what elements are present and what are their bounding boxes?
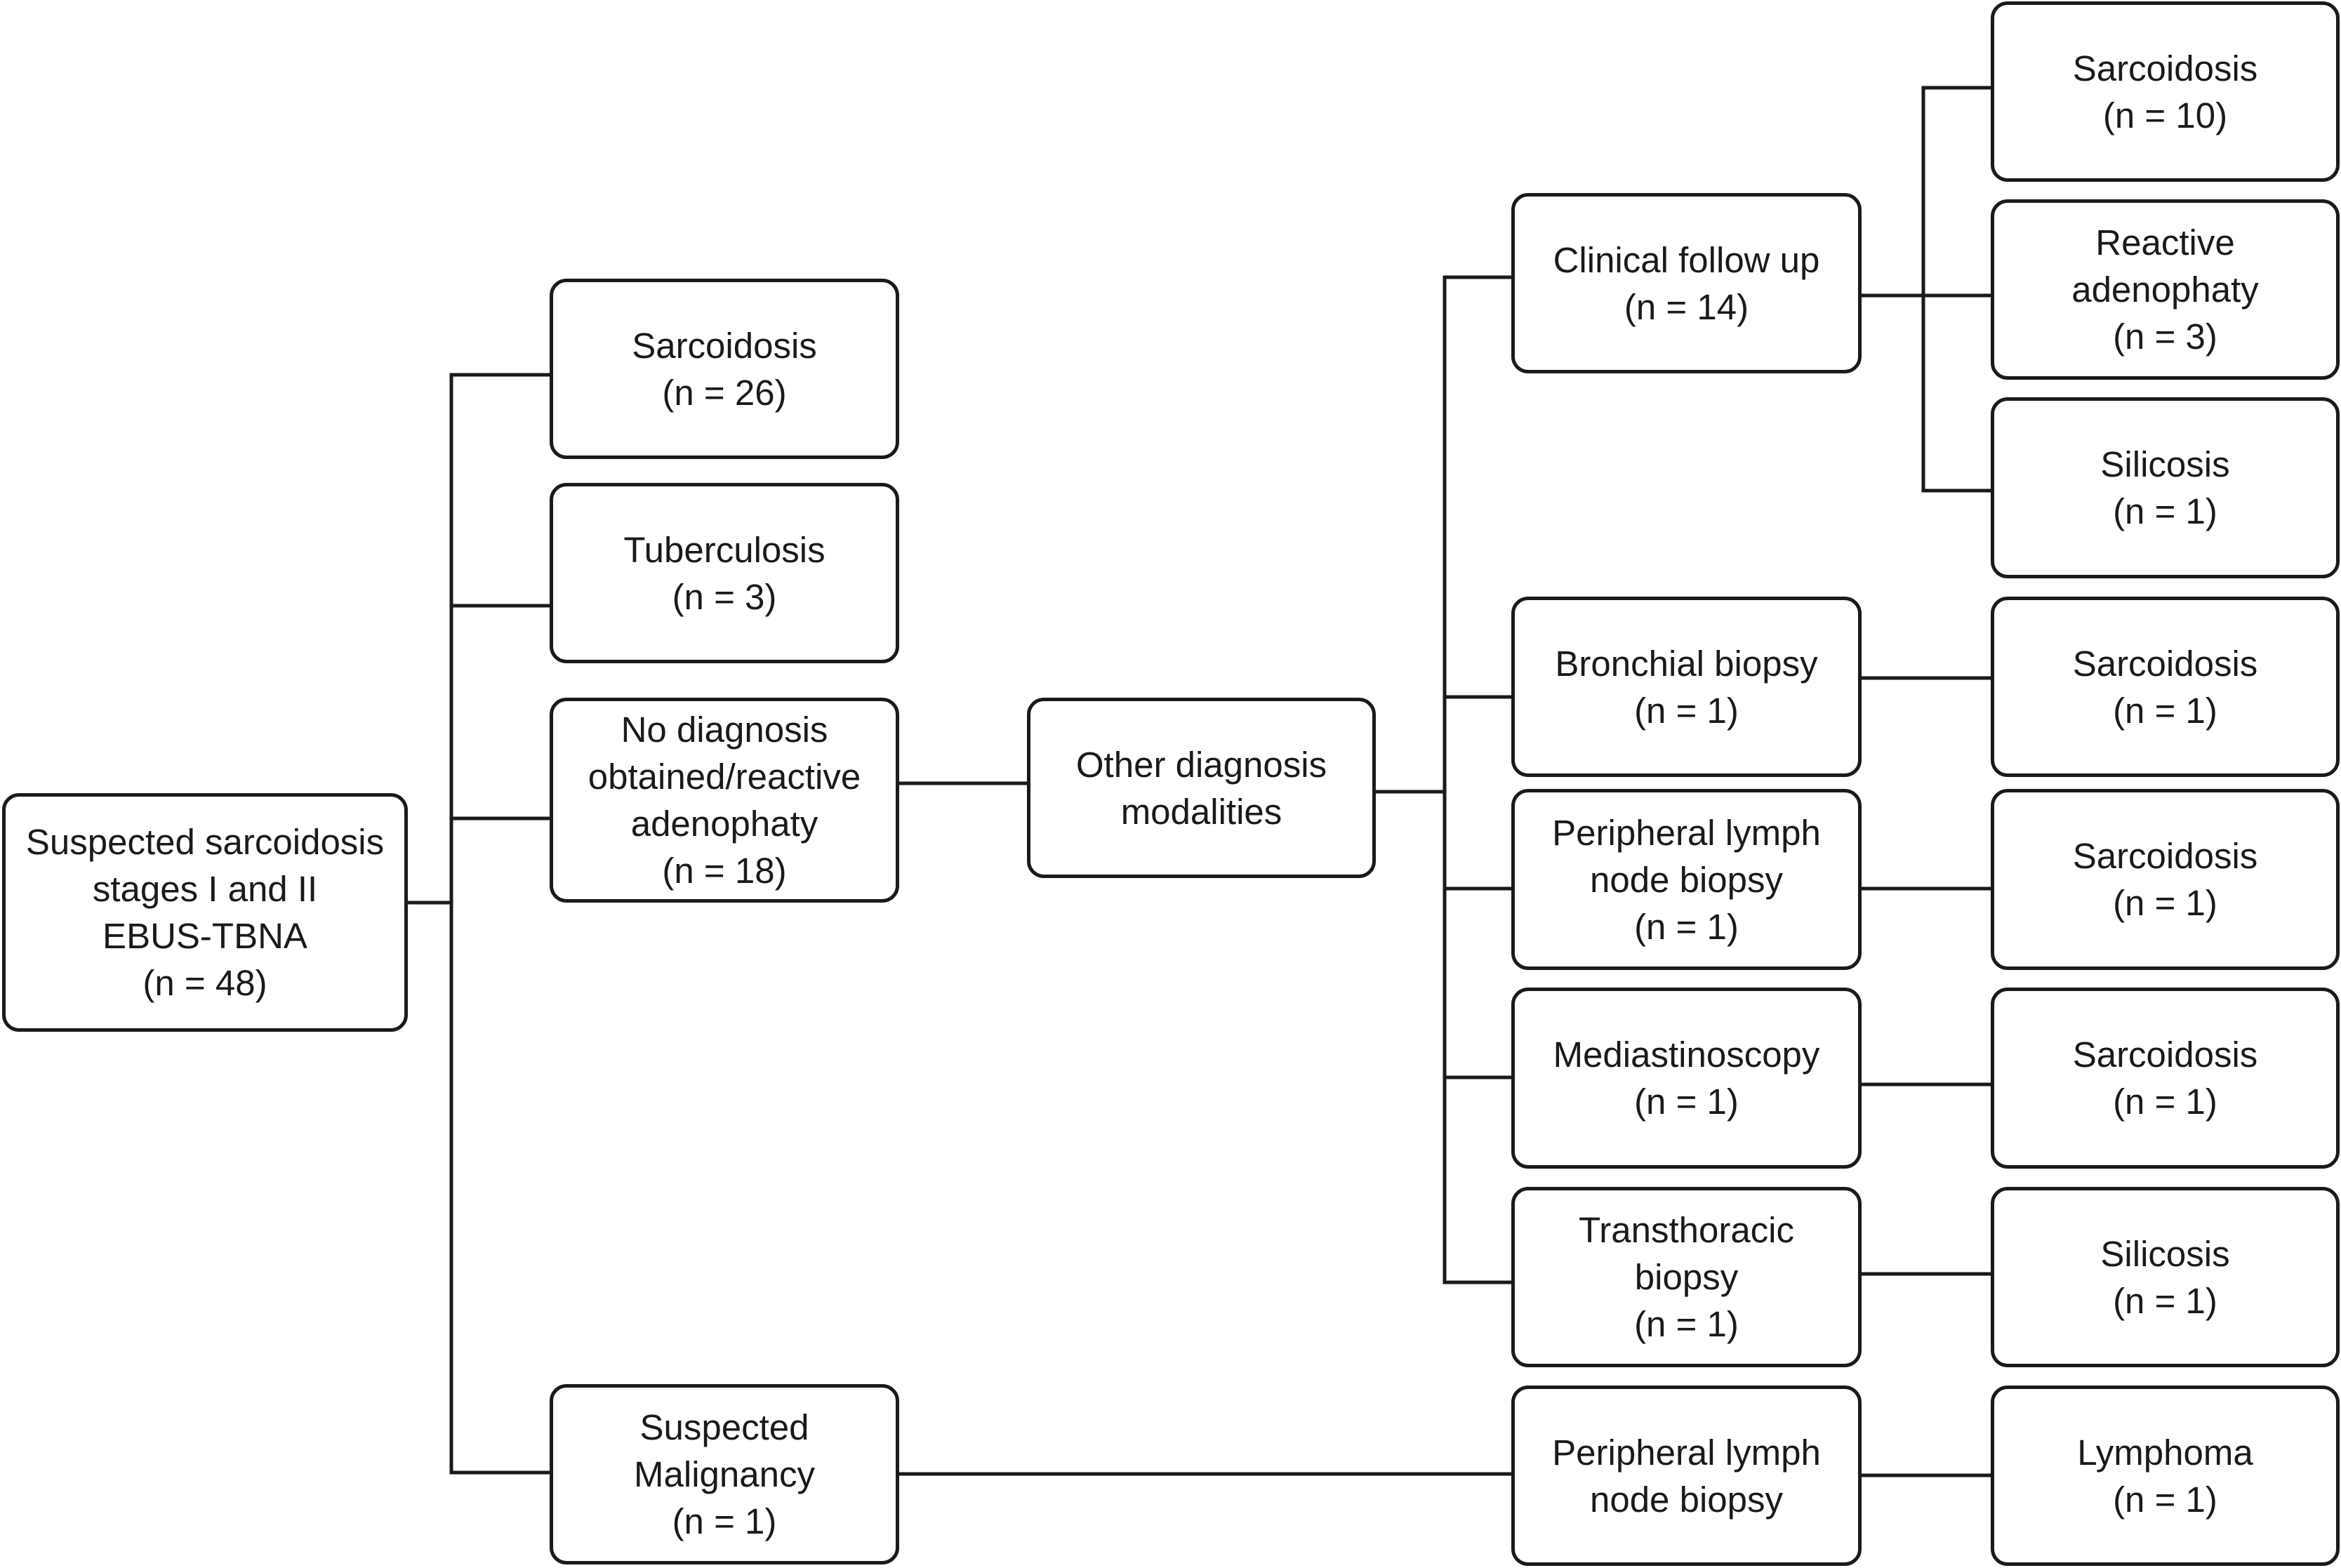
node-label-line: Suspected bbox=[639, 1407, 809, 1447]
node-label-line: (n = 1) bbox=[2113, 1082, 2217, 1122]
outcome-silicosis-cfu: Silicosis (n = 1) bbox=[1991, 397, 2340, 578]
node-label-line: (n = 1) bbox=[2113, 1280, 2217, 1321]
node-label-line: stages I and II bbox=[92, 869, 318, 909]
node-label-line: Transthoracic bbox=[1578, 1210, 1795, 1250]
node-label-line: (n = 18) bbox=[662, 851, 787, 891]
node-label-line: Peripheral lymph bbox=[1552, 812, 1821, 853]
node-label-line: Silicosis bbox=[2100, 1233, 2230, 1274]
node-label-line: Sarcoidosis bbox=[2072, 1035, 2258, 1075]
node-label-line: (n = 1) bbox=[2113, 690, 2217, 731]
node-label-line: (n = 1) bbox=[1634, 906, 1739, 947]
outcome-sarcoidosis-mediastinoscopy: Sarcoidosis (n = 1) bbox=[1991, 988, 2340, 1169]
node-other-diagnosis-modalities: Other diagnosis modalities bbox=[1027, 698, 1376, 878]
node-label-line: (n = 3) bbox=[2113, 317, 2217, 357]
node-label-line: Suspected sarcoidosis bbox=[25, 822, 385, 862]
outcome-lymphoma: Lymphoma (n = 1) bbox=[1991, 1386, 2340, 1566]
node-label-line: Lymphoma bbox=[2077, 1432, 2253, 1473]
node-label-line: modalities bbox=[1120, 791, 1282, 832]
node-label-line: (n = 14) bbox=[1624, 286, 1749, 327]
outcome-sarcoidosis-10: Sarcoidosis (n = 10) bbox=[1991, 1, 2340, 182]
node-label-line: Bronchial biopsy bbox=[1555, 643, 1818, 684]
node-transthoracic-biopsy: Transthoracic biopsy (n = 1) bbox=[1511, 1187, 1862, 1367]
node-clinical-follow-up: Clinical follow up (n = 14) bbox=[1511, 193, 1862, 373]
node-label-line: (n = 10) bbox=[2102, 95, 2228, 135]
node-label-line: (n = 1) bbox=[2113, 1479, 2217, 1520]
node-label-line: (n = 1) bbox=[1634, 1082, 1739, 1122]
node-label-line: Silicosis bbox=[2100, 444, 2230, 484]
node-label-line: (n = 3) bbox=[672, 576, 777, 617]
node-peripheral-lymph-node-biopsy: Peripheral lymph node biopsy (n = 1) bbox=[1511, 789, 1862, 970]
node-label-line: Sarcoidosis bbox=[2072, 48, 2258, 88]
node-label-line: Sarcoidosis bbox=[2072, 643, 2258, 684]
node-label-line: Clinical follow up bbox=[1553, 239, 1820, 280]
node-label-line: Peripheral lymph bbox=[1552, 1432, 1821, 1473]
node-label-line: (n = 1) bbox=[1634, 1304, 1739, 1344]
outcome-silicosis-transthoracic: Silicosis (n = 1) bbox=[1991, 1187, 2340, 1367]
node-label-line: (n = 48) bbox=[142, 963, 267, 1003]
node-label-line: (n = 1) bbox=[2113, 883, 2217, 923]
root-node-suspected-sarcoidosis: Suspected sarcoidosis stages I and II EBUS… bbox=[2, 793, 408, 1032]
node-sarcoidosis-26: Sarcoidosis (n = 26) bbox=[550, 279, 899, 459]
node-label-line: node biopsy bbox=[1589, 859, 1784, 900]
node-label-line: Mediastinoscopy bbox=[1553, 1035, 1820, 1075]
node-label-line: (n = 1) bbox=[672, 1501, 777, 1541]
node-label-line: Malignancy bbox=[634, 1454, 815, 1494]
node-label-line: (n = 1) bbox=[2113, 491, 2217, 531]
node-malignancy-peripheral-lymph-node-biopsy: Peripheral lymph node biopsy bbox=[1511, 1386, 1862, 1566]
node-mediastinoscopy: Mediastinoscopy (n = 1) bbox=[1511, 988, 1862, 1169]
node-label-line: Sarcoidosis bbox=[2072, 836, 2258, 876]
node-label-line: (n = 26) bbox=[662, 372, 787, 413]
node-label-line: obtained/reactive bbox=[588, 757, 861, 797]
outcome-sarcoidosis-bronchial: Sarcoidosis (n = 1) bbox=[1991, 597, 2340, 777]
node-label-line: Other diagnosis bbox=[1075, 744, 1327, 785]
node-label-line: Reactive bbox=[2095, 222, 2235, 263]
node-label-line: Sarcoidosis bbox=[632, 325, 817, 366]
node-label-line: biopsy bbox=[1634, 1257, 1739, 1297]
node-bronchial-biopsy: Bronchial biopsy (n = 1) bbox=[1511, 597, 1862, 777]
node-label-line: adenophaty bbox=[630, 804, 818, 844]
node-label-line: No diagnosis bbox=[621, 710, 828, 750]
node-label-line: Tuberculosis bbox=[623, 529, 825, 570]
node-no-diagnosis: No diagnosis obtained/reactive adenophaty (… bbox=[550, 698, 899, 903]
node-label-line: EBUS-TBNA bbox=[102, 916, 307, 956]
outcome-reactive-adenophaty: Reactive adenophaty (n = 3) bbox=[1991, 199, 2340, 380]
node-label-line: (n = 1) bbox=[1634, 690, 1739, 731]
outcome-sarcoidosis-peripheral: Sarcoidosis (n = 1) bbox=[1991, 789, 2340, 970]
node-label-line: adenophaty bbox=[2071, 270, 2259, 310]
node-label-line: node biopsy bbox=[1589, 1479, 1784, 1520]
node-tuberculosis: Tuberculosis (n = 3) bbox=[550, 483, 899, 663]
